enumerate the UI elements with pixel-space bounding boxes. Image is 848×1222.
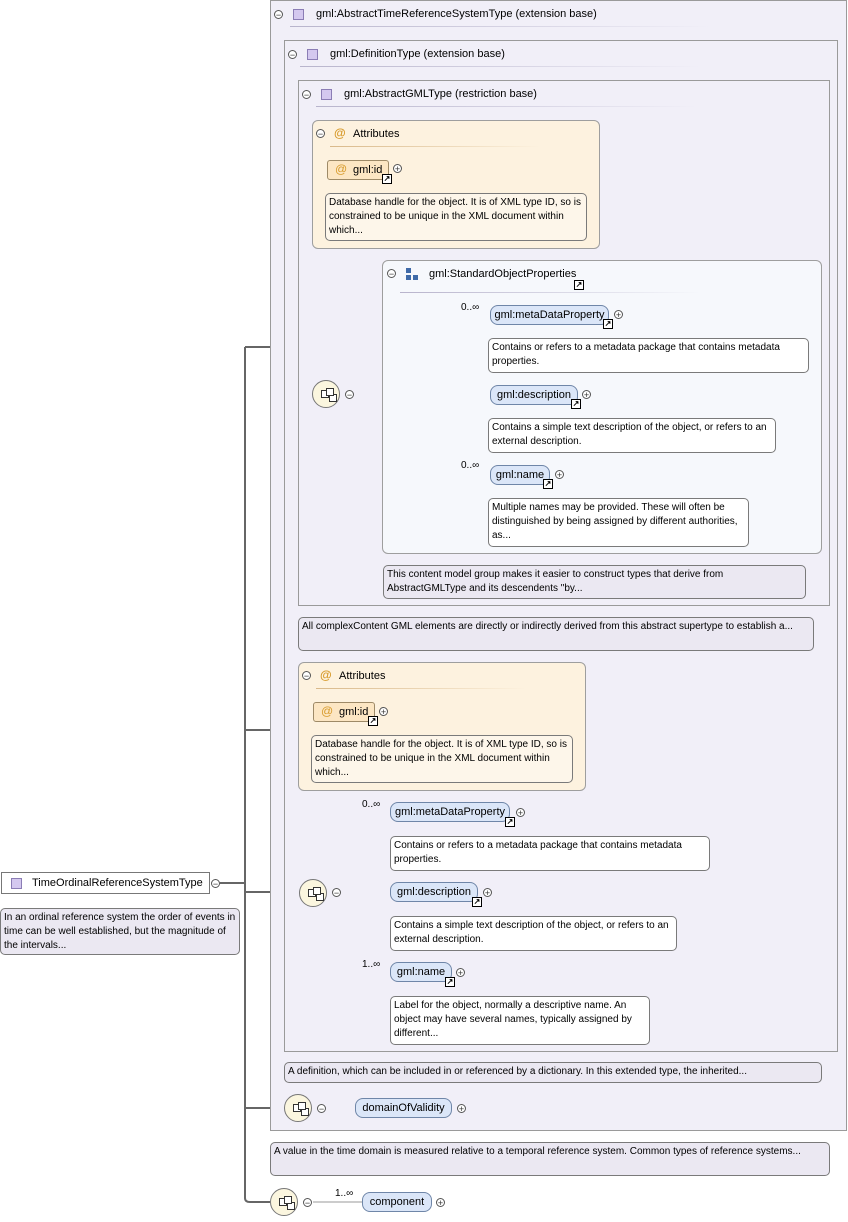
definition-type-doc: A definition, which can be included in o… <box>284 1062 822 1083</box>
complex-type-icon <box>307 49 318 60</box>
expand-icon[interactable]: + <box>456 968 465 978</box>
std-props-doc: This content model group makes it easier… <box>383 565 806 599</box>
root-collapse-icon[interactable]: − <box>211 879 220 889</box>
attribute-icon: @ <box>320 668 332 682</box>
definition-type-label: gml:DefinitionType (extension base) <box>330 48 505 60</box>
element-doc: Contains or refers to a metadata package… <box>488 338 809 373</box>
complex-type-icon <box>321 89 332 100</box>
sequence-collapse-icon[interactable]: − <box>345 390 354 400</box>
sequence-icon[interactable] <box>312 380 340 408</box>
link-icon[interactable]: ↗ <box>571 399 581 409</box>
expand-icon[interactable]: + <box>379 707 388 717</box>
link-icon[interactable]: ↗ <box>543 479 553 489</box>
attribute-gml-id-inner[interactable]: @ gml:id <box>327 160 389 180</box>
expand-icon[interactable]: + <box>516 808 525 818</box>
abstract-gml-doc: All complexContent GML elements are dire… <box>298 617 814 651</box>
element-doc: Label for the object, normally a descrip… <box>390 996 650 1045</box>
root-doc: In an ordinal reference system the order… <box>0 908 240 955</box>
element-name[interactable]: gml:name <box>490 465 550 485</box>
attribute-icon: @ <box>334 126 346 140</box>
sequence-collapse-icon[interactable]: − <box>303 1198 312 1208</box>
attributes-outer-line <box>316 688 526 689</box>
attributes-inner-collapse-icon[interactable]: − <box>316 129 325 139</box>
expand-icon[interactable]: + <box>614 310 623 320</box>
expand-icon[interactable]: + <box>582 390 591 400</box>
definition-collapse-icon[interactable]: − <box>288 50 297 60</box>
abstract-gml-label: gml:AbstractGMLType (restriction base) <box>344 88 537 100</box>
std-props-line <box>400 292 700 293</box>
element-metadata-property[interactable]: gml:metaDataProperty <box>490 305 609 325</box>
abstract-gml-header-line <box>316 106 696 107</box>
attribute-icon: @ <box>321 704 334 718</box>
std-props-collapse-icon[interactable]: − <box>387 269 396 279</box>
multiplicity-label: 1..∞ <box>335 1188 354 1199</box>
extension-base-doc: A value in the time domain is measured r… <box>270 1142 830 1176</box>
link-icon[interactable]: ↗ <box>505 817 515 827</box>
multiplicity-label: 0..∞ <box>461 302 480 313</box>
attributes-inner-title: Attributes <box>353 128 400 140</box>
sequence-icon[interactable] <box>284 1094 312 1122</box>
link-icon[interactable]: ↗ <box>368 716 378 726</box>
link-icon[interactable]: ↗ <box>603 319 613 329</box>
multiplicity-label: 0..∞ <box>362 799 381 810</box>
complex-type-icon <box>293 9 304 20</box>
multiplicity-label: 1..∞ <box>362 959 381 970</box>
element-domain-of-validity[interactable]: domainOfValidity <box>355 1098 452 1118</box>
element-doc: Multiple names may be provided. These wi… <box>488 498 749 547</box>
group-icon <box>406 268 418 280</box>
attributes-outer-title: Attributes <box>339 670 386 682</box>
element-name[interactable]: gml:name <box>390 962 452 982</box>
expand-icon[interactable]: + <box>436 1198 445 1208</box>
link-icon[interactable]: ↗ <box>472 897 482 907</box>
extension-header-line <box>290 26 710 27</box>
complex-type-icon <box>11 878 22 889</box>
sequence-collapse-icon[interactable]: − <box>332 888 341 898</box>
sequence-icon[interactable] <box>299 879 327 907</box>
multiplicity-label: 0..∞ <box>461 460 480 471</box>
sequence-collapse-icon[interactable]: − <box>317 1104 326 1114</box>
sequence-icon[interactable] <box>270 1188 298 1216</box>
attributes-inner-line <box>330 146 540 147</box>
definition-header-line <box>300 66 700 67</box>
element-doc: Contains a simple text description of th… <box>488 418 776 453</box>
root-element[interactable]: TimeOrdinalReferenceSystemType <box>1 872 210 894</box>
attribute-gml-id-inner-doc: Database handle for the object. It is of… <box>325 193 587 241</box>
extension-base-label: gml:AbstractTimeReferenceSystemType (ext… <box>316 8 597 20</box>
attributes-outer-collapse-icon[interactable]: − <box>302 671 311 681</box>
element-doc: Contains a simple text description of th… <box>390 916 677 951</box>
element-description[interactable]: gml:description <box>490 385 578 405</box>
root-element-label: TimeOrdinalReferenceSystemType <box>32 877 203 889</box>
attribute-gml-id-label: gml:id <box>339 706 369 718</box>
link-icon[interactable]: ↗ <box>382 174 392 184</box>
abstract-gml-collapse-icon[interactable]: − <box>302 90 311 100</box>
std-props-label: gml:StandardObjectProperties <box>429 268 577 280</box>
link-icon[interactable]: ↗ <box>574 280 584 290</box>
expand-icon[interactable]: + <box>483 888 492 898</box>
attribute-gml-id-outer-doc: Database handle for the object. It is of… <box>311 735 573 783</box>
attribute-icon: @ <box>335 162 348 176</box>
element-component[interactable]: component <box>362 1192 432 1212</box>
element-metadata-property[interactable]: gml:metaDataProperty <box>390 802 510 822</box>
attribute-gml-id-outer[interactable]: @ gml:id <box>313 702 375 722</box>
expand-icon[interactable]: + <box>457 1104 466 1114</box>
element-description[interactable]: gml:description <box>390 882 478 902</box>
expand-icon[interactable]: + <box>393 164 402 174</box>
attribute-gml-id-label: gml:id <box>353 164 383 176</box>
extension-collapse-icon[interactable]: − <box>274 10 283 20</box>
element-doc: Contains or refers to a metadata package… <box>390 836 710 871</box>
expand-icon[interactable]: + <box>555 470 564 480</box>
link-icon[interactable]: ↗ <box>445 977 455 987</box>
